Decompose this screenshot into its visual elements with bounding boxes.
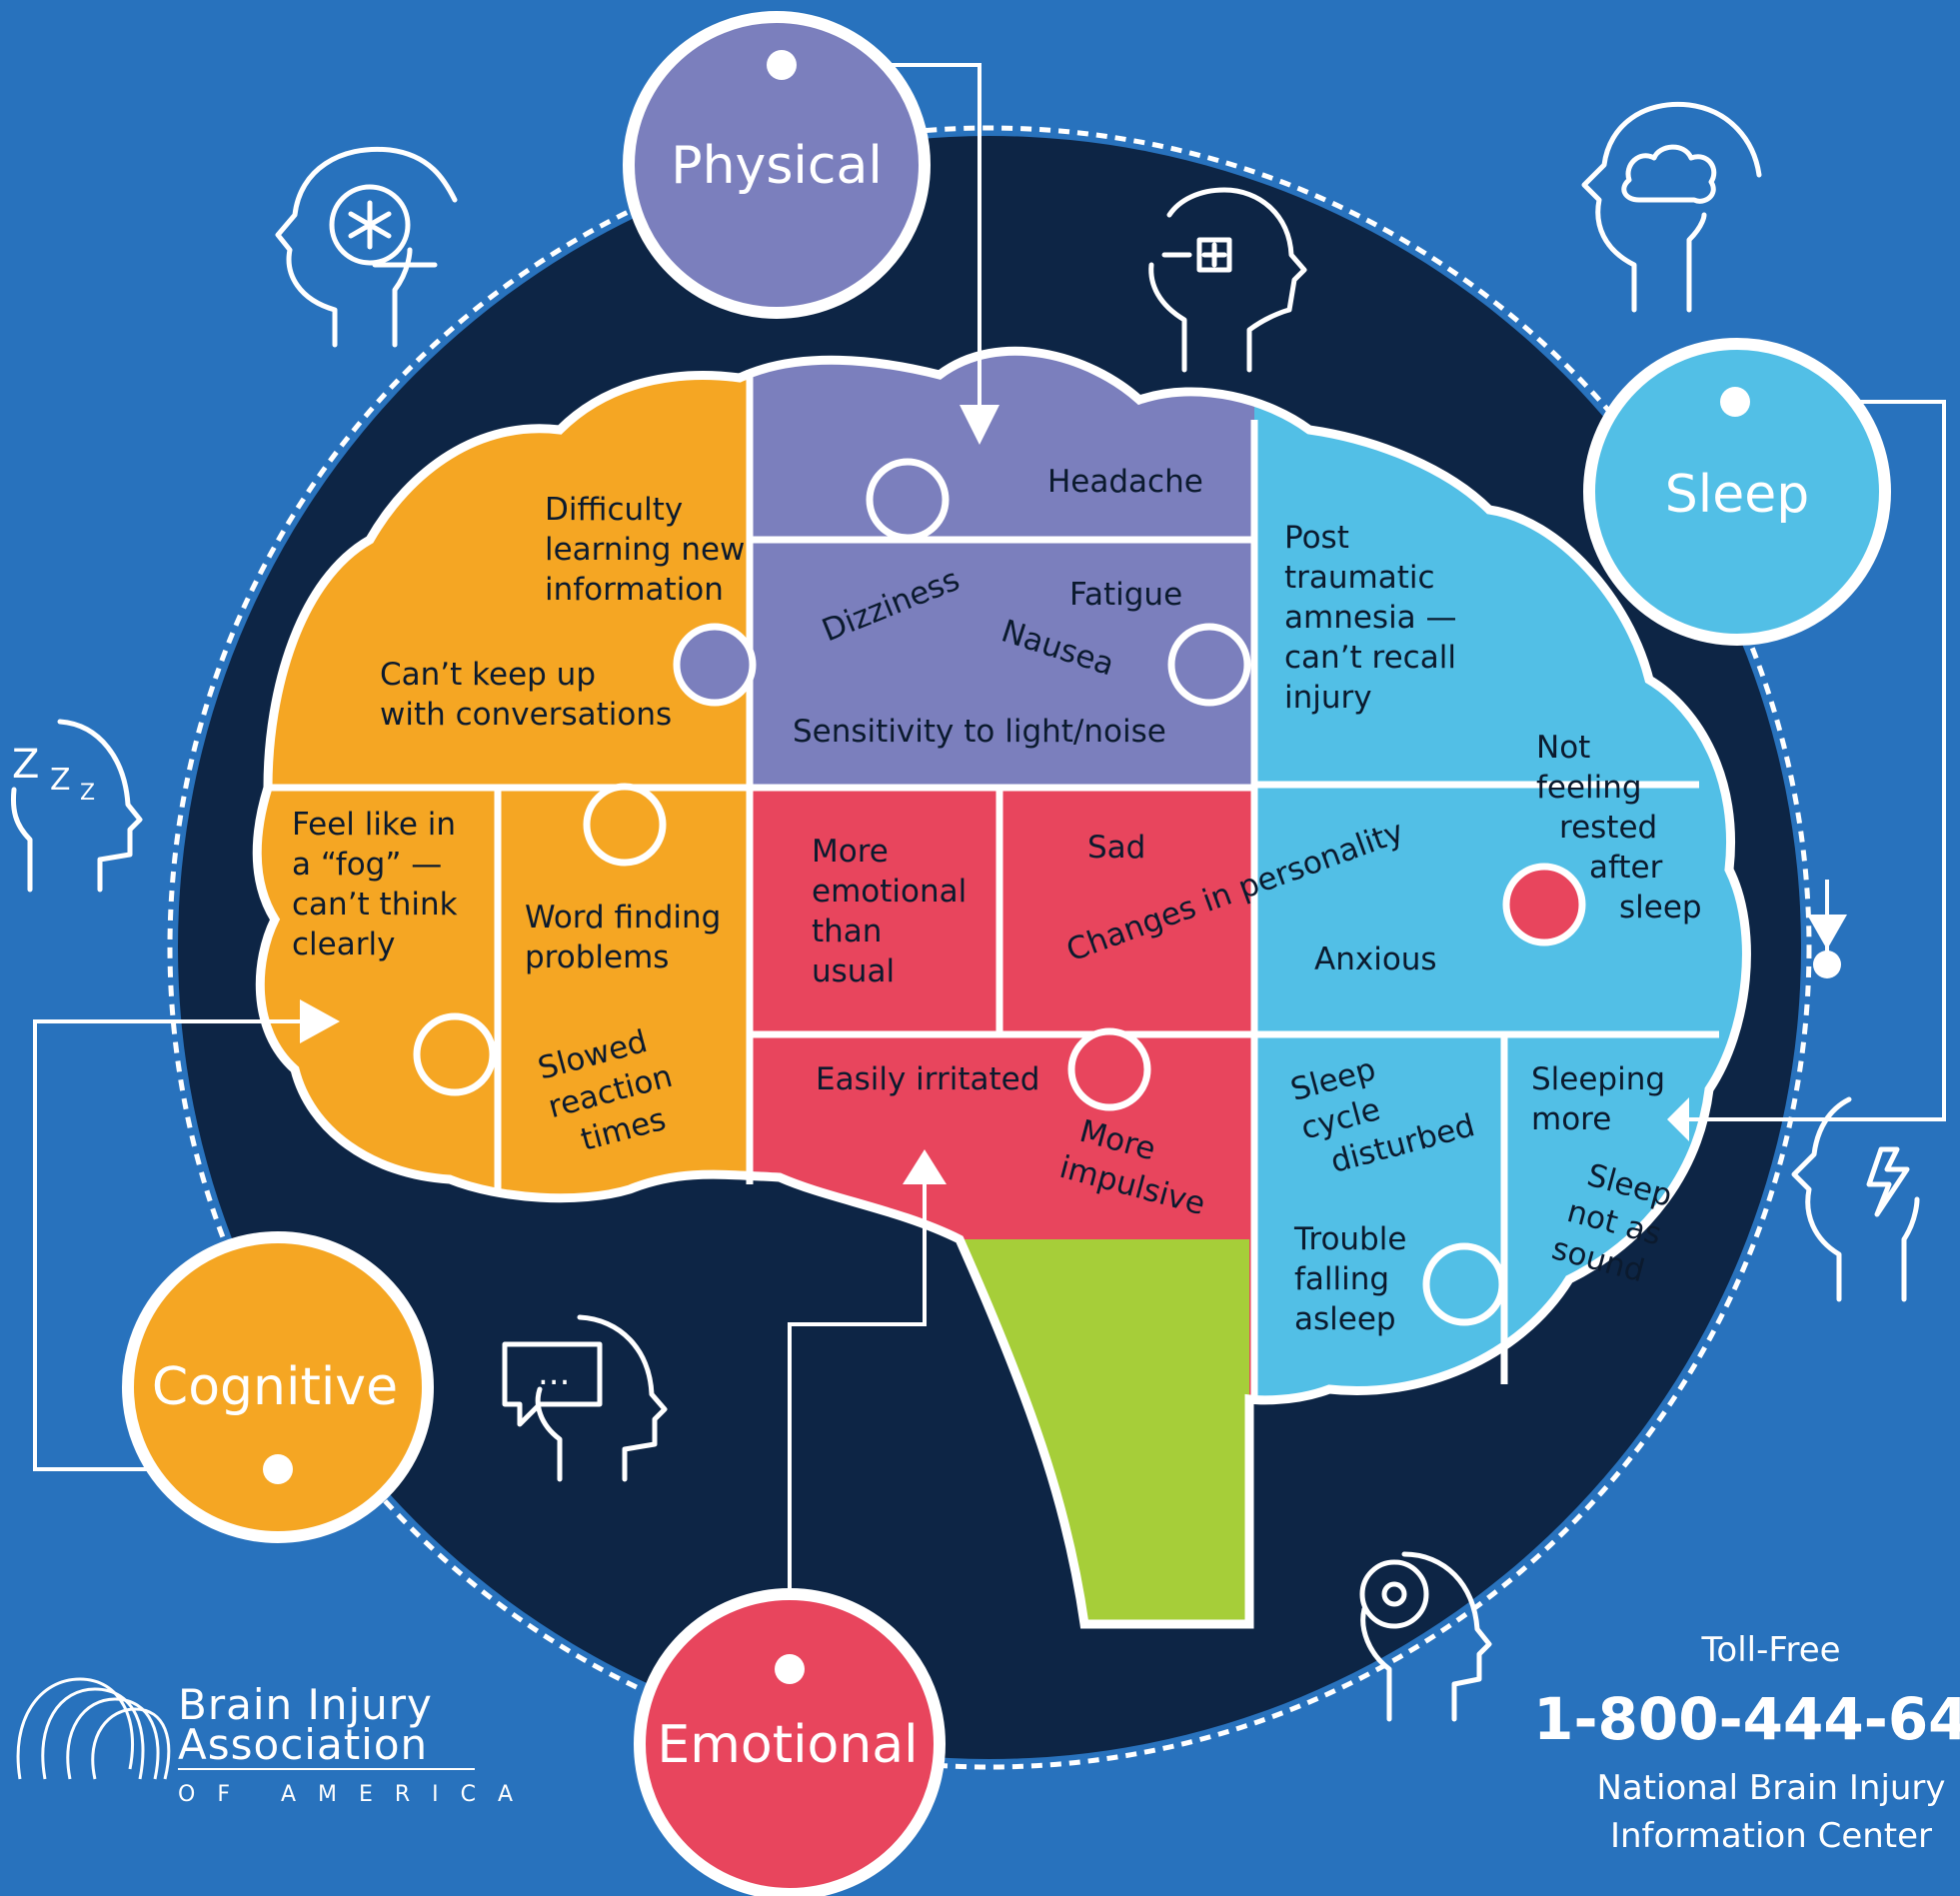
- center-line1: National Brain Injury: [1596, 1768, 1945, 1808]
- symptom-text: Post: [1284, 520, 1349, 556]
- symptom-text: problems: [525, 940, 669, 975]
- symptom-text: asleep: [1294, 1301, 1396, 1337]
- sleep-connector-dot: [1813, 950, 1841, 978]
- center-circle-dashed-outline: [167, 125, 1812, 1770]
- logo-line2: Association: [178, 1720, 428, 1769]
- head-refresh-icon: [1359, 1551, 1492, 1722]
- symptom-text: with conversations: [380, 697, 672, 733]
- symptom-text: emotional: [812, 874, 967, 910]
- symptom-text: Anxious: [1314, 942, 1437, 977]
- symptom-text: Sad: [1087, 830, 1145, 866]
- symptom-text: More: [812, 834, 889, 870]
- symptom-text: Easily irritated: [816, 1061, 1039, 1097]
- physical-dot: [767, 50, 797, 80]
- brainstem: [960, 1239, 1249, 1624]
- category-sleep[interactable]: Sleep: [1583, 338, 1891, 646]
- symptom-text: usual: [812, 953, 895, 989]
- symptom-text: Trouble: [1293, 1221, 1406, 1257]
- symptom-text: feeling: [1536, 770, 1642, 806]
- chat-ellipsis: ...: [538, 1353, 570, 1393]
- symptom-text: Feel like in: [292, 807, 456, 843]
- puzzle-knobs: [413, 458, 1586, 1326]
- category-label: Cognitive: [152, 1357, 398, 1417]
- logo-mark-icon: [16, 1677, 171, 1780]
- puzzle-dividers: [268, 370, 1719, 1399]
- cognitive-arrowhead: [300, 999, 340, 1043]
- sleep-arrowhead-down: [1807, 915, 1847, 949]
- center-line2: Information Center: [1610, 1816, 1932, 1856]
- symptom-text: Headache: [1047, 464, 1203, 500]
- emotional-dot: [775, 1654, 805, 1684]
- category-cognitive[interactable]: Cognitive: [122, 1231, 434, 1543]
- contact-info: Toll-Free 1-800-444-644 National Brain I…: [1533, 1630, 1960, 1856]
- symptom-text: rested: [1559, 810, 1657, 846]
- symptom-text: information: [545, 572, 724, 608]
- head-lightning-icon: [1791, 1096, 1920, 1302]
- emotional-connector: [788, 1179, 927, 1669]
- symptom-text: Not: [1536, 730, 1590, 766]
- symptom-text: Fatigue: [1069, 577, 1182, 613]
- head-chat-icon: ...: [502, 1314, 668, 1482]
- symptom-text: Sensitivity to light/noise: [793, 714, 1166, 750]
- zzz-text: Z: [50, 763, 71, 798]
- brain-outline: [252, 346, 1751, 1629]
- symptom-text: traumatic: [1284, 560, 1435, 596]
- sleep-dot: [1720, 387, 1750, 417]
- symptom-text: amnesia —: [1284, 600, 1457, 636]
- zzz-text: Z: [12, 742, 39, 788]
- category-label: Sleep: [1665, 465, 1809, 525]
- cognitive-dot: [263, 1454, 293, 1484]
- category-emotional[interactable]: Emotional: [634, 1588, 946, 1896]
- physical-arrowhead: [960, 405, 999, 445]
- physical-region: [750, 351, 1254, 785]
- symptom-text: after: [1589, 850, 1663, 886]
- sleep-arrowhead-left: [1667, 1097, 1689, 1141]
- head-snowflake-icon: [275, 146, 458, 348]
- category-label: Physical: [671, 136, 883, 196]
- symptom-text: Word finding: [525, 900, 721, 936]
- symptom-text: a “fog” —: [292, 847, 442, 883]
- category-physical[interactable]: Physical: [623, 11, 931, 319]
- symptom-text: learning new: [545, 532, 745, 568]
- symptom-text: Difficulty: [545, 492, 683, 528]
- symptom-text: can’t recall: [1284, 640, 1456, 676]
- symptom-text: than: [812, 914, 882, 949]
- tollfree-label: Toll-Free: [1700, 1630, 1840, 1670]
- head-brain-icon: [1581, 101, 1762, 313]
- bia-logo: Brain Injury Association OF AMERICA: [16, 1677, 535, 1807]
- symptom-text: clearly: [292, 927, 395, 962]
- cognitive-symptoms: Difficulty learning new information Can’…: [292, 492, 745, 1158]
- symptom-text: can’t think: [292, 887, 458, 923]
- logo-line3: OF AMERICA: [178, 1782, 535, 1807]
- symptom-text: Sleeping: [1531, 1061, 1665, 1097]
- category-label: Emotional: [657, 1715, 918, 1775]
- phone-number[interactable]: 1-800-444-644: [1533, 1685, 1960, 1753]
- symptom-text: falling: [1294, 1261, 1389, 1297]
- zzz-text: Z: [80, 781, 95, 806]
- symptom-text: sleep: [1619, 890, 1702, 926]
- logo-line1: Brain Injury: [178, 1680, 433, 1729]
- head-cross-icon: [1148, 187, 1307, 373]
- symptom-text: Can’t keep up: [380, 657, 596, 693]
- symptom-text: more: [1531, 1101, 1611, 1137]
- symptom-text: injury: [1284, 680, 1372, 716]
- head-zzz-icon: Z Z Z: [10, 719, 143, 893]
- emotional-arrowhead: [903, 1149, 947, 1184]
